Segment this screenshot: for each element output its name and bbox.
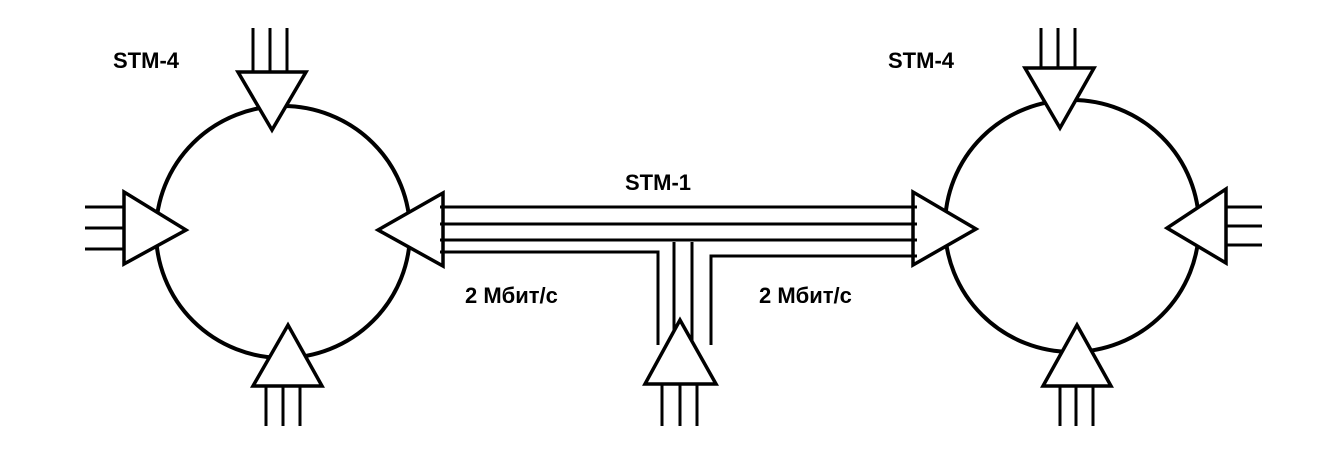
right-ring-left-port xyxy=(911,188,980,269)
stm1-link xyxy=(440,205,917,345)
left-ring-node xyxy=(85,28,445,426)
left-ring-bottom-input xyxy=(249,321,325,426)
left-ring xyxy=(154,104,412,360)
left-ring-left-input xyxy=(85,188,190,267)
tbranch-input xyxy=(642,316,719,426)
right-ring-node xyxy=(911,28,1262,426)
right-tributary-label: 2 Мбит/с xyxy=(759,283,852,308)
right-ring-right-input xyxy=(1163,185,1262,267)
link-line-4-left xyxy=(440,250,660,345)
link-label: STM-1 xyxy=(625,170,691,195)
right-ring xyxy=(943,98,1201,354)
right-ring-label: STM-4 xyxy=(888,48,955,73)
left-tributary-label: 2 Мбит/с xyxy=(465,283,558,308)
link-line-4-right xyxy=(709,254,917,345)
left-ring-top-input xyxy=(234,28,310,134)
right-ring-top-input xyxy=(1021,28,1098,132)
right-ring-bottom-input xyxy=(1040,321,1114,426)
left-ring-right-port xyxy=(374,189,445,269)
left-ring-label: STM-4 xyxy=(113,48,180,73)
